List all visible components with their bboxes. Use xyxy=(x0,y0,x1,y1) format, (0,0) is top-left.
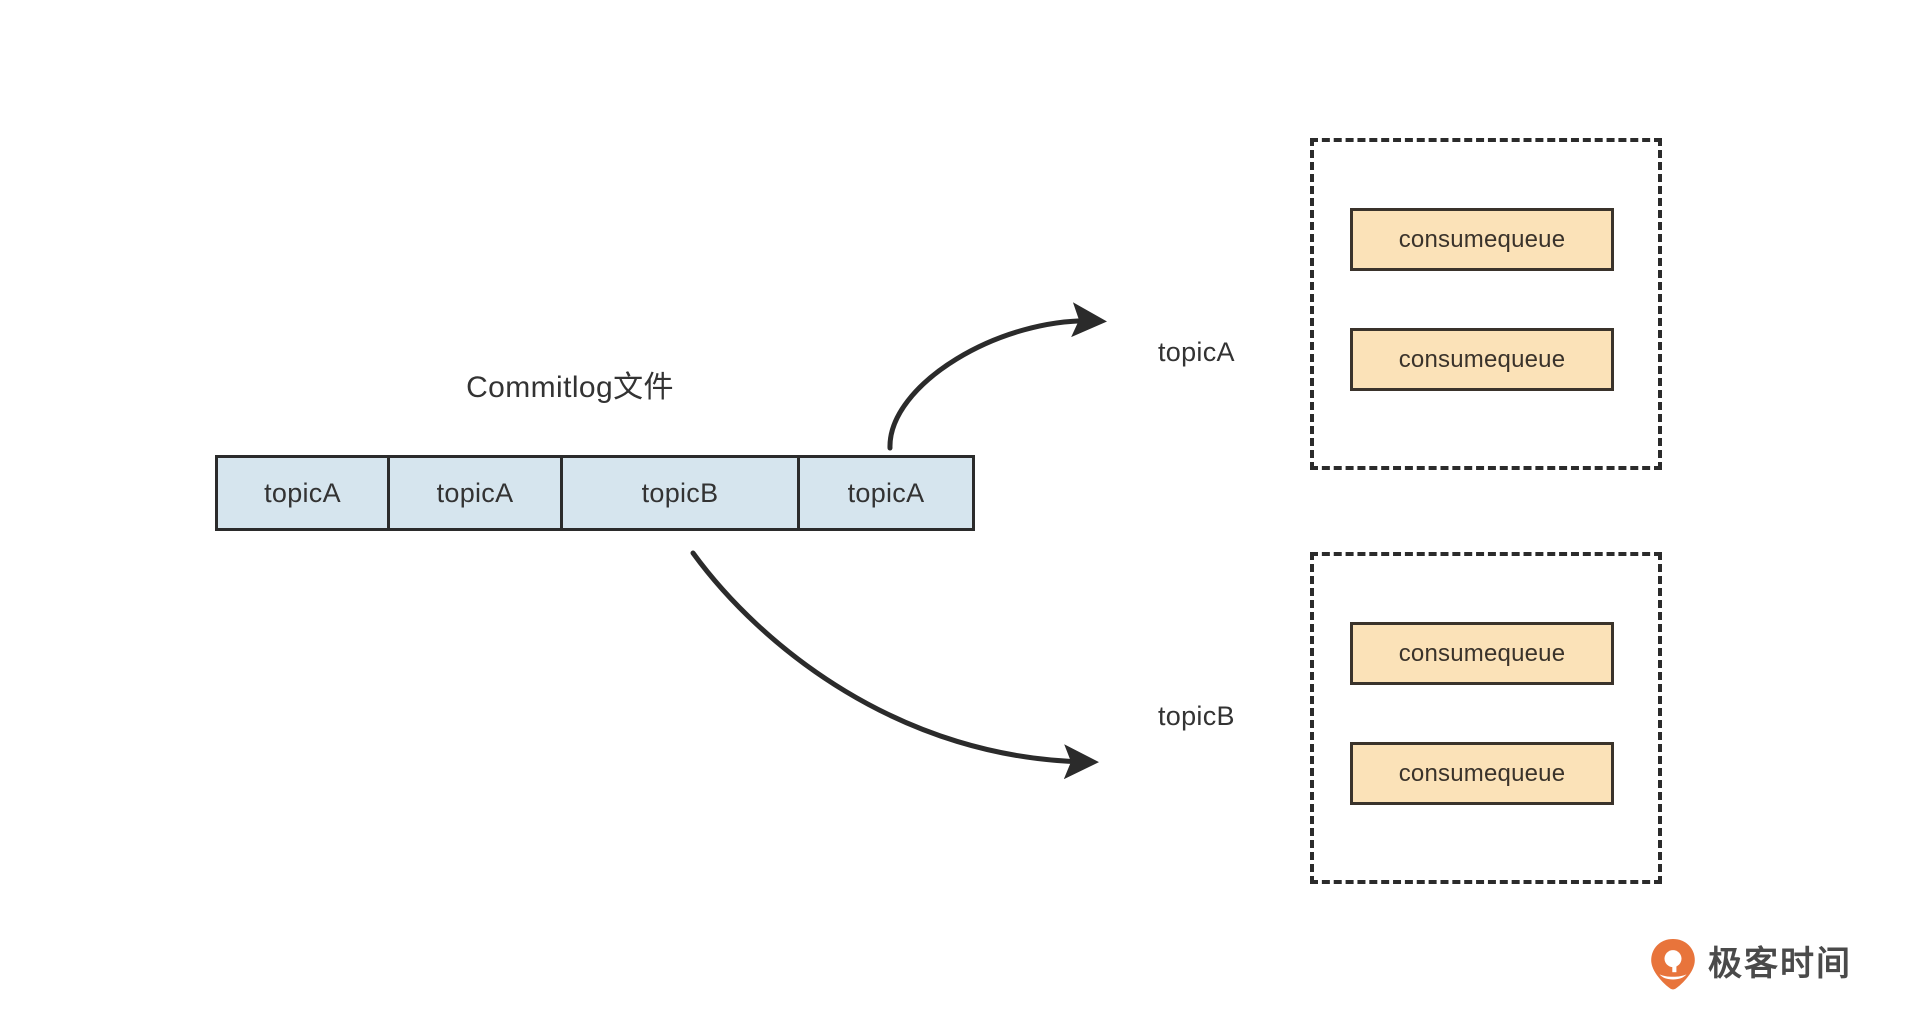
consumequeue-box[interactable]: consumequeue xyxy=(1350,328,1614,391)
consumequeue-box[interactable]: consumequeue xyxy=(1350,208,1614,271)
commitlog-cell[interactable]: topicA xyxy=(390,458,563,528)
consumequeue-box[interactable]: consumequeue xyxy=(1350,622,1614,685)
arrow-commitlog-to-topicA xyxy=(887,302,1107,451)
topic-group-topicA: consumequeue consumequeue xyxy=(1310,138,1662,470)
commitlog-cell[interactable]: topicB xyxy=(563,458,800,528)
watermark-logo: 极客时间 xyxy=(1650,938,1852,990)
commitlog-cell[interactable]: topicA xyxy=(218,458,390,528)
topic-group-topicB: consumequeue consumequeue xyxy=(1310,552,1662,884)
geektime-pin-icon xyxy=(1651,939,1695,990)
arrow-commitlog-to-topicB xyxy=(690,550,1099,780)
topic-label-topicA: topicA xyxy=(1158,337,1235,367)
commitlog-title: Commitlog文件 xyxy=(466,371,674,404)
topic-label-topicB: topicB xyxy=(1158,701,1235,731)
consumequeue-box[interactable]: consumequeue xyxy=(1350,742,1614,805)
commitlog-bar: topicA topicA topicB topicA xyxy=(215,455,975,531)
commitlog-cell[interactable]: topicA xyxy=(800,458,972,528)
logo-text: 极客时间 xyxy=(1708,945,1852,983)
